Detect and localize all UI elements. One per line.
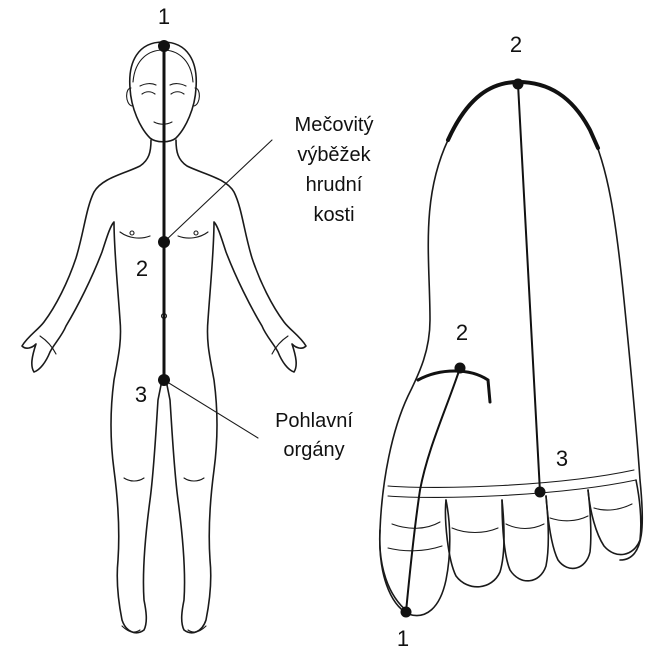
- toe-label-1: 1: [397, 626, 409, 651]
- big-toe: [380, 500, 450, 616]
- xiphoid-label-line2: výběžek: [297, 144, 371, 166]
- genitals-leader-line: [164, 380, 258, 438]
- heel-arc: [448, 82, 598, 148]
- big-toe-axis: [406, 368, 460, 612]
- toe-5: [588, 480, 641, 555]
- toe-4-nail: [550, 516, 588, 521]
- toe-point-1: [401, 607, 412, 618]
- left-eye: [142, 92, 155, 94]
- toe-2: [445, 500, 504, 587]
- left-chest: [120, 232, 150, 238]
- body-point-3: [158, 374, 170, 386]
- toe-point-2: [455, 363, 466, 374]
- body-figure: 1 2 3 Mečovitý výběžek hrudní kosti Pohl…: [22, 4, 373, 633]
- big-toe-joint: [388, 546, 442, 551]
- foot-label-3: 3: [556, 446, 568, 471]
- left-brow: [140, 84, 156, 86]
- right-nipple: [194, 231, 198, 235]
- xiphoid-label-line1: Mečovitý: [295, 114, 374, 136]
- body-label-2: 2: [136, 256, 148, 281]
- foot-outline: [380, 82, 643, 612]
- left-knee: [124, 478, 144, 481]
- xiphoid-label-line3: hrudní: [306, 174, 363, 196]
- body-label-3: 3: [135, 382, 147, 407]
- toe-2-nail: [452, 528, 498, 533]
- xiphoid-label-line4: kosti: [313, 204, 354, 226]
- toe-3: [502, 496, 548, 581]
- left-nipple: [130, 231, 134, 235]
- body-point-1: [158, 40, 170, 52]
- foot-main-axis: [518, 84, 540, 492]
- toe-5-nail: [594, 504, 632, 510]
- foot-point-2: [513, 79, 524, 90]
- toe-3-nail: [506, 524, 544, 529]
- right-knee: [184, 478, 204, 481]
- xiphoid-leader-line: [164, 140, 272, 242]
- body-label-1: 1: [158, 4, 170, 29]
- toe-crease-lower: [388, 480, 636, 497]
- toe-4: [546, 490, 591, 568]
- right-brow: [170, 84, 186, 86]
- foot-point-3: [535, 487, 546, 498]
- right-chest: [178, 232, 208, 238]
- body-point-2: [158, 236, 170, 248]
- toe-label-2: 2: [456, 320, 468, 345]
- foot-label-2: 2: [510, 32, 522, 57]
- genitals-label-line1: Pohlavní: [275, 410, 353, 432]
- right-eye: [171, 92, 184, 94]
- body-outline-right: [167, 140, 306, 633]
- foot-figure: 2 3 2 1: [380, 32, 643, 651]
- genitals-label-line2: orgány: [283, 439, 344, 461]
